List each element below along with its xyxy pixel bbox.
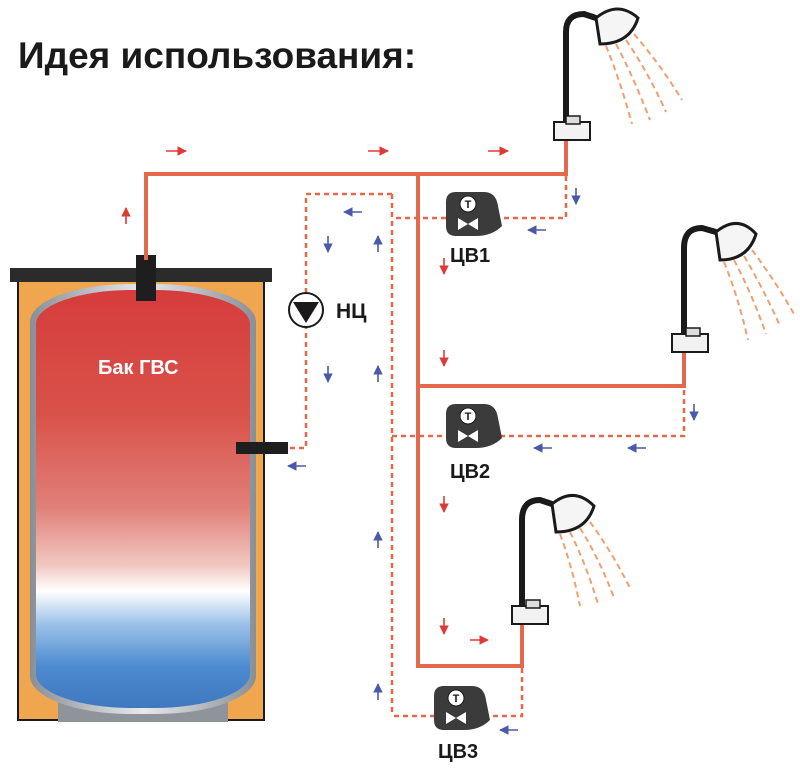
shower-head	[714, 222, 758, 262]
shower-2	[671, 222, 795, 353]
shower-pipe	[563, 10, 597, 128]
shower-knob	[565, 115, 581, 125]
water-spray	[559, 521, 631, 607]
main-supply-pipe	[144, 140, 568, 260]
pump-triangle-icon	[293, 302, 319, 323]
valve-symbol: Т	[465, 411, 472, 423]
shower-1	[553, 7, 683, 141]
thermostat-icon	[447, 689, 465, 707]
tank-recirc-inlet	[236, 442, 288, 454]
valve-3: Т ЦВ3	[434, 686, 490, 763]
valve-icon	[458, 218, 478, 230]
shower-pipe	[681, 224, 717, 338]
circulation-pump: НЦ	[288, 292, 367, 328]
branch2-supply-pipe	[416, 350, 686, 388]
shower-pipe	[519, 496, 553, 610]
valve-1: Т ЦВ1	[446, 192, 502, 267]
tank: Бак ГВС	[10, 255, 288, 722]
shower-knob	[685, 327, 701, 337]
thermostat-icon	[459, 195, 477, 213]
pump-label: НЦ	[336, 300, 367, 323]
shower-knob	[525, 599, 541, 609]
branch2-return-pipe	[392, 390, 686, 438]
page-title: Идея использования:	[18, 35, 416, 76]
valve-icon	[446, 712, 466, 724]
return-flow-arrows	[287, 188, 699, 735]
hot-supply-pipes	[144, 140, 686, 668]
water-spray	[605, 33, 683, 125]
valve-symbol: Т	[453, 693, 460, 705]
shower-head	[550, 494, 596, 534]
tank-water	[36, 290, 250, 708]
valve-label: ЦВ1	[450, 245, 490, 267]
thermostat-icon	[459, 407, 477, 425]
branch3-supply-pipe	[416, 618, 524, 668]
shower-head	[594, 7, 640, 46]
shower-3	[511, 494, 631, 625]
tank-label: Бак ГВС	[98, 357, 179, 379]
tank-outlet	[136, 255, 156, 301]
valve-icon	[458, 430, 478, 442]
valve-label: ЦВ2	[450, 461, 490, 483]
branch3-return-pipe	[392, 668, 524, 718]
water-spray	[723, 249, 795, 341]
valve-symbol: Т	[465, 199, 472, 211]
valve-2: Т ЦВ2	[446, 404, 502, 483]
valve-label: ЦВ3	[438, 741, 478, 763]
hot-flow-arrows	[121, 146, 509, 645]
